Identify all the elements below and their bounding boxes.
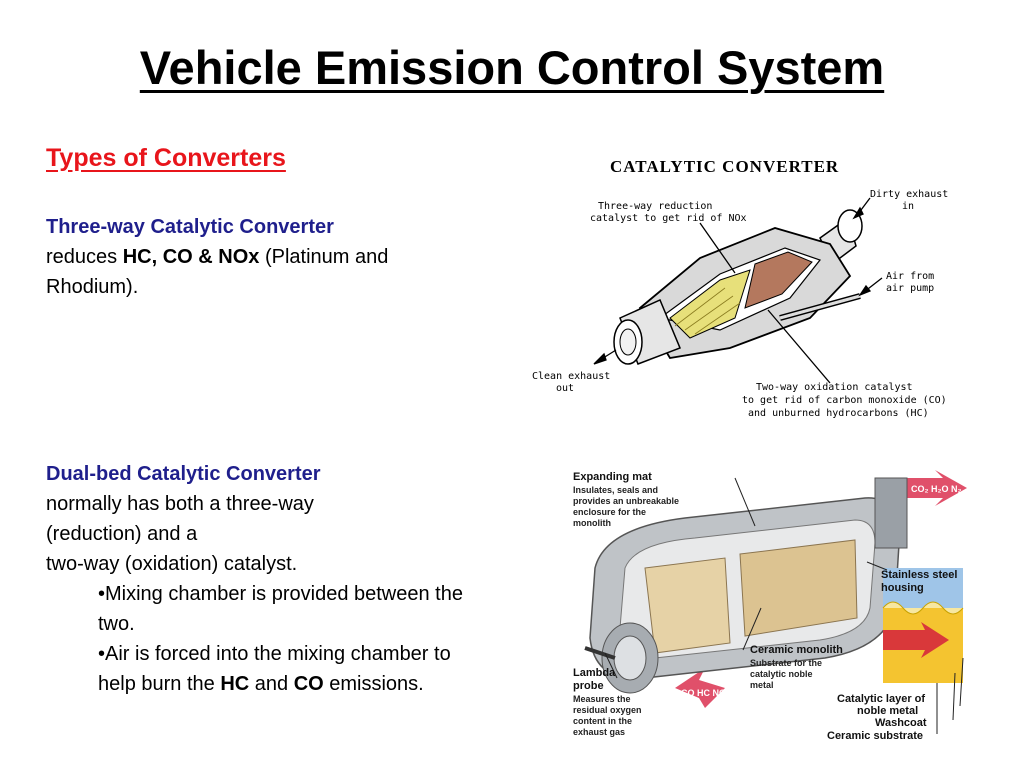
figure-leader-arrows	[593, 197, 883, 384]
svg-text:Insulates, seals and: Insulates, seals and	[573, 485, 658, 495]
three-way-text: reduces HC, CO & NOx (Platinum and Rhodi…	[46, 246, 389, 298]
dual-bed-converter-figure: CO₂ H₂O N₂ CO HC NOₓ	[573, 470, 967, 742]
label-dirty-1: Dirty exhaust	[870, 189, 948, 200]
label-lambda-probe: Lambda	[573, 667, 616, 679]
slide-title: Vehicle Emission Control System	[139, 41, 885, 94]
dual-bed-heading: Dual-bed Catalytic Converter	[46, 463, 321, 485]
svg-text:noble metal: noble metal	[857, 705, 918, 717]
catalytic-layer-inset	[882, 568, 964, 683]
svg-text:metal: metal	[750, 680, 774, 690]
svg-text:monolith: monolith	[573, 518, 611, 528]
three-way-description: Three-way Catalytic Converter reduces HC…	[46, 212, 446, 302]
svg-text:Measures the: Measures the	[573, 694, 631, 704]
svg-text:catalytic noble: catalytic noble	[750, 669, 813, 679]
label-dirty-2: in	[902, 201, 914, 212]
label-clean-1: Clean exhaust	[532, 371, 610, 382]
svg-text:exhaust gas: exhaust gas	[573, 727, 625, 737]
label-oxidation-3: and unburned hydrocarbons (HC)	[748, 408, 929, 419]
label-clean-2: out	[556, 383, 574, 394]
dual-bed-line-3: two-way (oxidation) catalyst.	[46, 553, 298, 575]
svg-text:provides an unbreakable: provides an unbreakable	[573, 496, 679, 506]
bullet-mixing-chamber: •Mixing chamber is provided between the …	[98, 583, 463, 635]
dual-bed-line-2: (reduction) and a	[46, 523, 198, 545]
exhaust-in-arrow: CO HC NOₓ	[675, 668, 730, 708]
label-oxidation-2: to get rid of carbon monoxide (CO)	[742, 395, 947, 406]
bullet-air-forced: •Air is forced into the mixing chamber t…	[98, 643, 451, 695]
label-reduction-1: Three-way reduction	[598, 201, 712, 212]
figure-title: CATALYTIC CONVERTER	[610, 157, 839, 176]
svg-text:probe: probe	[573, 680, 604, 692]
svg-text:enclosure for the: enclosure for the	[573, 507, 646, 517]
svg-text:residual oxygen: residual oxygen	[573, 705, 642, 715]
label-ceramic-monolith: Ceramic monolith	[750, 644, 843, 656]
lambda-probe	[584, 646, 616, 660]
label-air-1: Air from	[886, 271, 934, 282]
label-reduction-2: catalyst to get rid of NOx	[590, 213, 747, 224]
label-ceramic-substrate: Ceramic substrate	[827, 730, 923, 742]
section-subheading: Types of Converters	[46, 144, 286, 172]
svg-text:housing: housing	[881, 582, 924, 594]
ceramic-monolith	[644, 539, 858, 654]
svg-text:content in the: content in the	[573, 716, 632, 726]
label-expanding-mat: Expanding mat	[573, 471, 652, 483]
dual-bed-description: Dual-bed Catalytic Converter normally ha…	[46, 459, 466, 699]
three-way-heading: Three-way Catalytic Converter	[46, 216, 334, 238]
exhaust-out-arrow: CO₂ H₂O N₂	[905, 470, 967, 506]
outlet-flange	[874, 477, 908, 549]
label-air-2: air pump	[886, 283, 934, 294]
svg-text:CO HC NOₓ: CO HC NOₓ	[681, 688, 730, 698]
label-catalytic-layer: Catalytic layer of	[837, 693, 925, 705]
svg-text:Substrate for the: Substrate for the	[750, 658, 822, 668]
outlet-pipe	[613, 298, 681, 365]
figure-leader-lines	[604, 477, 964, 734]
svg-text:CO₂ H₂O N₂: CO₂ H₂O N₂	[911, 484, 962, 494]
catalytic-converter-figure: CATALYTIC CONVERTER Three-way reduction …	[532, 157, 948, 419]
label-stainless-steel: Stainless steel	[881, 569, 957, 581]
label-washcoat: Washcoat	[875, 717, 927, 729]
converter-body	[638, 227, 852, 359]
dual-bed-line-1: normally has both a three-way	[46, 493, 314, 515]
label-oxidation-1: Two-way oxidation catalyst	[756, 382, 913, 393]
